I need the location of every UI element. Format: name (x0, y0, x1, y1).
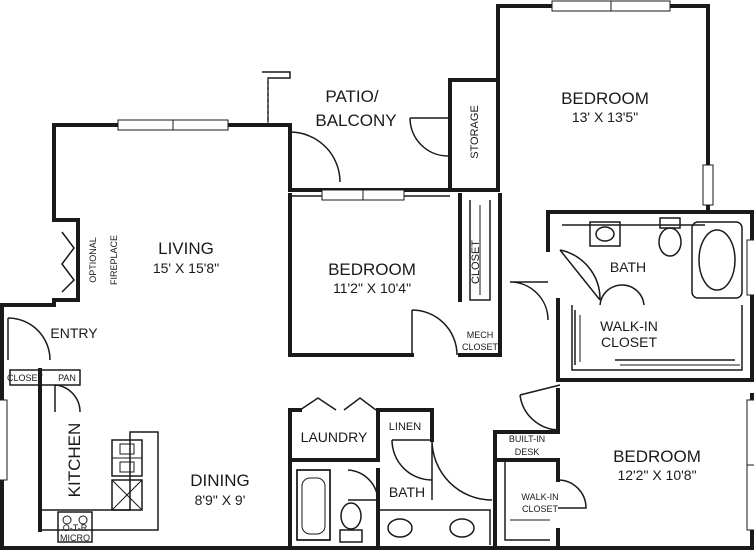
bedroom-mid-name: BEDROOM (328, 260, 416, 279)
sink-icon (589, 221, 621, 247)
bath-bottom-label: BATH (389, 484, 425, 500)
bedroom-top-size: 13' X 13'5" (572, 109, 638, 125)
door-entry (7, 317, 51, 361)
otr-micro-label-2: MICRO (60, 533, 90, 543)
kitchen-label: KITCHEN (65, 423, 84, 498)
living-name: LIVING (158, 239, 214, 258)
fireplace-label-2: FIREPLACE (109, 235, 119, 285)
bath-top-label: BATH (610, 259, 646, 275)
otr-micro-label-1: O-T-R (63, 523, 88, 533)
closet-entry-label: CLOSET (7, 373, 44, 383)
patio-label: PATIO/ (325, 87, 378, 106)
dining-name: DINING (190, 471, 250, 490)
doors (7, 117, 645, 509)
door-walkin-bottom (557, 479, 587, 509)
window-bath-top (746, 239, 754, 296)
walkin-bottom-label-2: CLOSET (522, 504, 559, 514)
sink-right-icon (449, 518, 475, 538)
dining-size: 8'9" X 9' (195, 492, 246, 508)
door-bath-bottom-tub (347, 469, 379, 501)
bedroom-top-name: BEDROOM (561, 89, 649, 108)
mech-closet-label-1: MECH (467, 330, 494, 340)
bedroom-bottom-size: 12'2" X 10'8" (617, 467, 696, 483)
window-kitchen (0, 399, 8, 481)
door-bath-bottom (431, 439, 493, 501)
laundry-label: LAUNDRY (301, 429, 368, 445)
closet-mid-label: CLOSET (470, 240, 482, 284)
walkin-bottom-label-1: WALK-IN (521, 492, 558, 502)
entry-label: ENTRY (50, 325, 98, 341)
fireplace-label-1: OPTIONAL (88, 237, 98, 283)
storage-label: STORAGE (469, 105, 481, 159)
walkin-top-label-2: CLOSET (601, 334, 657, 350)
door-living-patio (289, 131, 341, 183)
toilet-icon (659, 217, 681, 229)
bathtub-bottom-icon (296, 469, 331, 541)
pan-label: PAN (58, 373, 76, 383)
fireplace-shape (61, 231, 75, 293)
door-bedroom-top (509, 281, 549, 321)
door-bedroom-bottom (519, 384, 561, 431)
builtin-desk-label-1: BUILT-IN (509, 434, 545, 444)
door-patio (409, 117, 449, 157)
windows (0, 0, 754, 531)
toilet-bottom-icon (339, 529, 363, 543)
walkin-top-label-1: WALK-IN (600, 318, 658, 334)
living-size: 15' X 15'8" (153, 260, 219, 276)
linen-label: LINEN (389, 421, 421, 433)
dishwasher-icon (111, 479, 143, 511)
door-walkin-top (599, 284, 645, 306)
balcony-label: BALCONY (315, 111, 396, 130)
sink-left-icon (387, 518, 413, 538)
bathtub-icon (691, 221, 743, 299)
stove-icon (57, 511, 93, 543)
door-laundry-left (299, 397, 337, 411)
door-bath-top (559, 249, 601, 301)
walls (0, 4, 754, 550)
door-pan (54, 384, 81, 413)
window-bedroom-top-side (702, 164, 714, 206)
door-laundry-right (343, 397, 377, 411)
door-linen (391, 439, 433, 481)
builtin-desk-label-2: DESK (515, 447, 540, 457)
bedroom-bottom-name: BEDROOM (613, 447, 701, 466)
door-bedroom-mid (411, 309, 458, 356)
mech-closet-label-2: CLOSET (462, 342, 499, 352)
labels: PATIO/ BALCONY STORAGE BEDROOM 13' X 13'… (7, 87, 701, 543)
fixtures (57, 205, 743, 543)
bedroom-mid-size: 11'2" X 10'4" (333, 280, 411, 296)
